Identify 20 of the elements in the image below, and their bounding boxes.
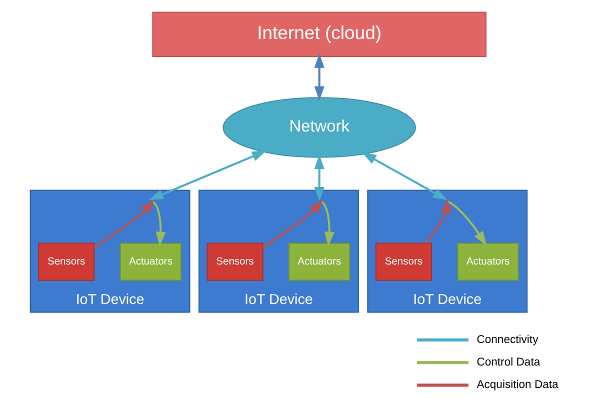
arrow: [262, 200, 322, 248]
arrow: [148, 150, 266, 200]
node-box: Actuators: [119, 242, 182, 281]
node-box: Sensors: [374, 242, 432, 281]
node-box: Sensors: [206, 242, 263, 281]
legend-label: Control Data: [476, 356, 540, 368]
arrow: [320, 200, 334, 246]
arrow: [361, 152, 447, 200]
legend-label: Connectivity: [476, 334, 538, 346]
node-box: Internet (cloud): [152, 12, 486, 58]
node-box: Sensors: [38, 242, 94, 281]
arrow: [151, 200, 166, 246]
arrow: [93, 200, 154, 248]
node-box: Actuators: [288, 242, 350, 281]
arrow: [314, 154, 324, 202]
node-ellipse: Network: [222, 97, 416, 158]
arrow: [446, 200, 486, 246]
arrow: [314, 53, 324, 101]
legend-label: Acquisition Data: [476, 379, 558, 392]
node-box: Actuators: [456, 242, 518, 281]
